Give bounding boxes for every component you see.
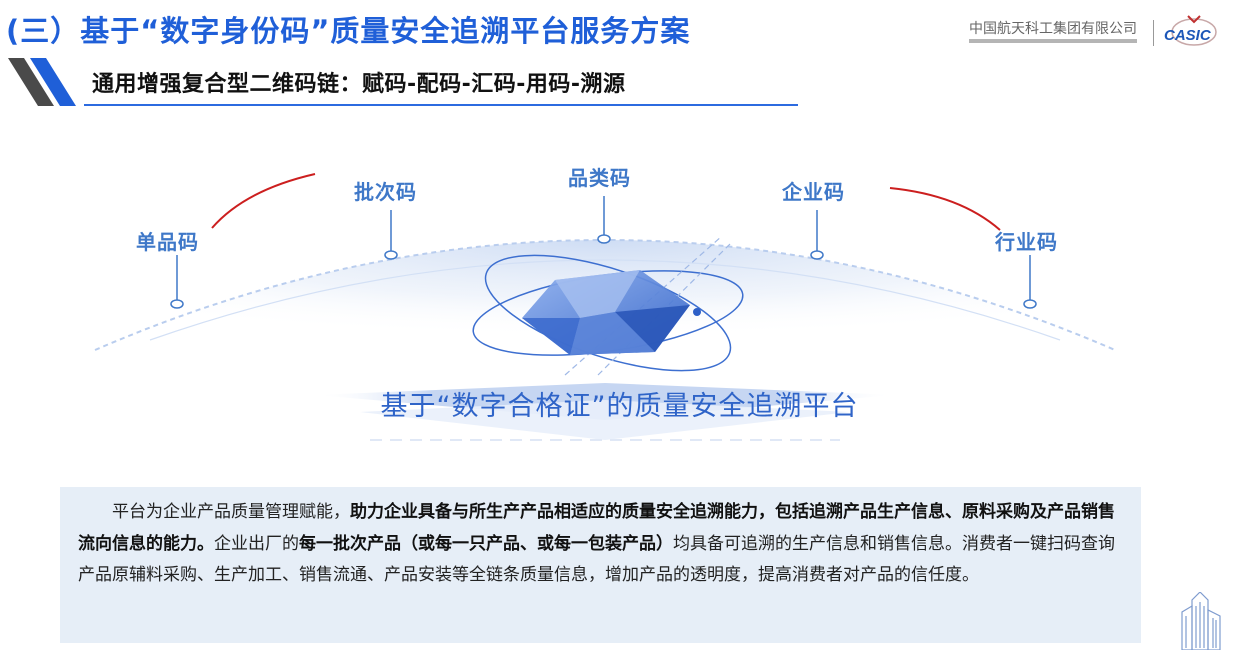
page-title: (三）基于“数字身份码”质量安全追溯平台服务方案 <box>6 14 691 48</box>
pin-dot <box>597 234 611 244</box>
description-box: 平台为企业产品质量管理赋能，助力企业具备与所生产产品相适应的质量安全追溯能力，包… <box>60 487 1141 643</box>
label-single-item-code: 单品码 <box>136 230 199 254</box>
annotation-stroke <box>889 187 1001 231</box>
orbit-dot <box>693 308 701 316</box>
annotation-stroke <box>211 173 316 229</box>
gem-shape <box>522 270 690 355</box>
pin-dot <box>810 250 824 260</box>
subtitle-underline <box>84 104 798 106</box>
platform-title: 基于“数字合格证”的质量安全追溯平台 <box>380 391 859 422</box>
pins <box>170 196 1037 309</box>
company-name: 中国航天科工集团有限公司 <box>969 18 1137 43</box>
subtitle: 通用增强复合型二维码链：赋码-配码-汇码-用码-溯源 <box>92 72 626 97</box>
casic-logo: CASIC <box>1164 15 1217 46</box>
description-text: 平台为企业产品质量管理赋能， <box>112 502 350 522</box>
platform-layer <box>360 400 850 440</box>
description-text: 企业出厂的 <box>214 533 299 554</box>
label-enterprise-code: 企业码 <box>782 180 845 204</box>
description-bold: 每一批次产品（或每一只产品、或每一包装产品） <box>299 533 673 554</box>
label-industry-code: 行业码 <box>995 230 1058 254</box>
traceability-diagram <box>94 173 1116 441</box>
description-paragraph: 平台为企业产品质量管理赋能，助力企业具备与所生产产品相适应的质量安全追溯能力，包… <box>78 497 1123 592</box>
pin-dot <box>1023 299 1037 309</box>
label-batch-code: 批次码 <box>354 180 417 204</box>
logo-divider <box>1153 20 1154 46</box>
pin-dot <box>170 299 184 309</box>
label-category-code: 品类码 <box>568 166 631 190</box>
logo-text: CASIC <box>1164 27 1212 44</box>
description-text: 均具备可追溯的生产信息和销售信息。消费者一键扫码查询产品原辅料采购、生产加工、销… <box>78 533 1115 586</box>
subtitle-stripes-icon <box>8 58 76 106</box>
building-icon <box>1181 592 1221 650</box>
pin-dot <box>384 250 398 260</box>
orbit-ring <box>484 254 732 372</box>
description-bold: 助力企业具备与所生产产品相适应的质量安全追溯能力，包括追溯产品生产信息、原料采购… <box>78 502 1115 554</box>
inner-arc <box>149 259 1061 341</box>
